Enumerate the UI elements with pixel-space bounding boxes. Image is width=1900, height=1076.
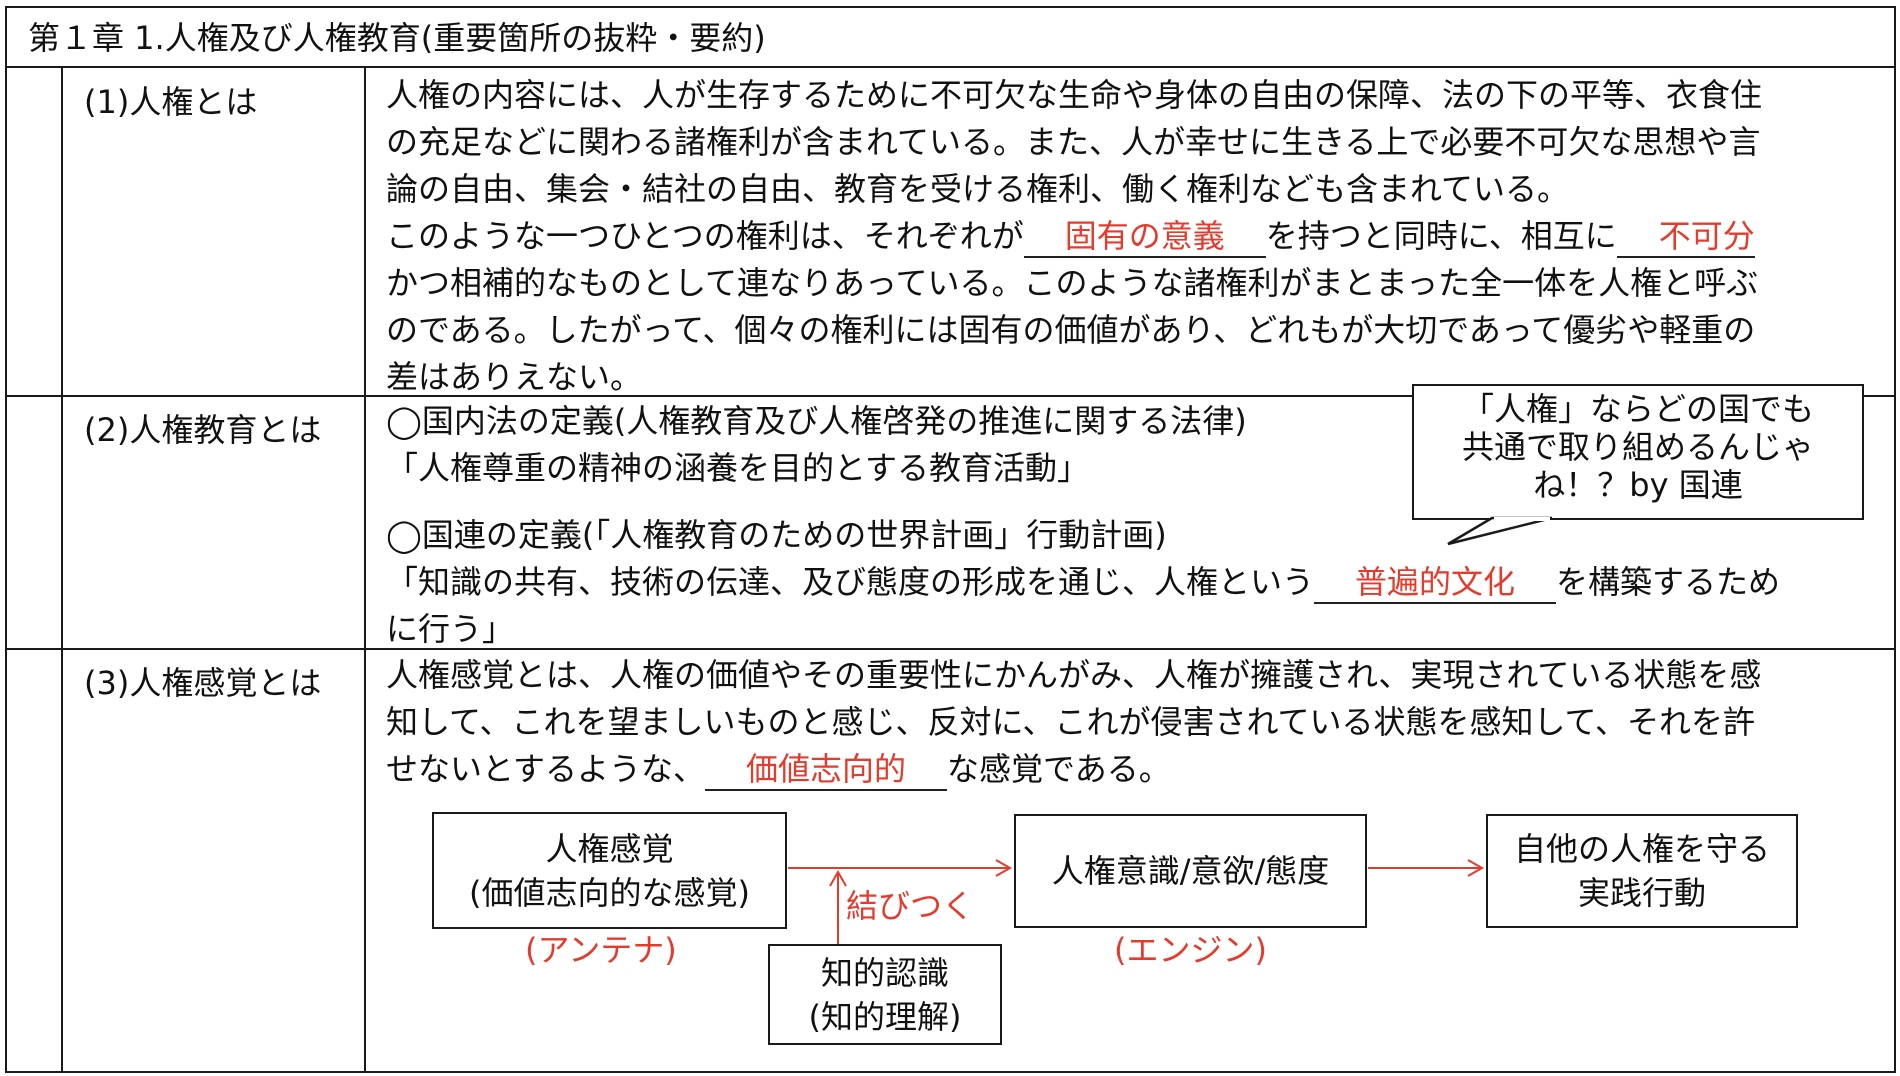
diagram-box-line: 人権意識/意欲/態度 bbox=[1051, 852, 1330, 890]
body-text-segment: を構築するため bbox=[1556, 563, 1781, 601]
speech-bubble: 「人権」ならどの国でも 共通で取り組めるんじゃ ね！？by 国連 bbox=[1412, 384, 1864, 520]
diagram-box-line: (知的理解) bbox=[808, 997, 962, 1036]
blank-answer: 普遍的文化 bbox=[1355, 563, 1516, 601]
blank-answer: 不可分 bbox=[1658, 217, 1755, 255]
body-line: 人権の内容には、人が生存するために不可欠な生命や身体の自由の保障、法の下の平等、… bbox=[386, 76, 1763, 114]
fill-in-blank: 価値志向的 bbox=[705, 749, 948, 791]
diagram-box-line: 実践行動 bbox=[1577, 874, 1706, 912]
diagram-box-line: (価値志向的な感覚) bbox=[469, 873, 750, 912]
fill-in-blank: 不可分 bbox=[1616, 216, 1755, 258]
body-line: のである。したがって、個々の権利には固有の価値があり、どれもが大切であって優劣や… bbox=[386, 311, 1756, 349]
table-border-bottom bbox=[5, 1071, 1896, 1073]
table-border-left bbox=[5, 6, 7, 1073]
domestic-law-heading: ◯国内法の定義(人権教育及び人権啓発の推進に関する法律) bbox=[386, 402, 1247, 440]
diagram-box-line: 自他の人権を守る bbox=[1513, 830, 1770, 868]
diagram-caption-antenna: (アンテナ) bbox=[525, 931, 677, 969]
diagram-box-awareness: 人権意識/意欲/態度 bbox=[1014, 814, 1367, 928]
blank-answer: 固有の意義 bbox=[1064, 217, 1225, 255]
arrow-cognition-up-head bbox=[829, 869, 847, 887]
table-border-top bbox=[5, 6, 1896, 8]
body-line: 知して、これを望ましいものと感じ、反対に、これが侵害されている状態を感知して、そ… bbox=[386, 703, 1755, 741]
un-definition-continued: に行う」 bbox=[386, 610, 515, 648]
row-divider-1 bbox=[5, 395, 1896, 397]
body-line: 人権感覚とは、人権の価値やその重要性にかんがみ、人権が擁護され、実現されている状… bbox=[386, 656, 1762, 694]
body-text-segment: 「知識の共有、技術の伝達、及び態度の形成を通じ、人権という bbox=[386, 563, 1315, 601]
diagram-caption-engine: (エンジン) bbox=[1114, 931, 1267, 969]
section-body-human-rights-education: ◯国内法の定義(人権教育及び人権啓発の推進に関する法律) 「人権尊重の精神の涵養… bbox=[386, 398, 1780, 653]
diagram-box-line: 知的認識 bbox=[820, 953, 949, 992]
section-body-human-rights: 人権の内容には、人が生存するために不可欠な生命や身体の自由の保障、法の下の平等、… bbox=[386, 72, 1762, 401]
body-line: かつ相補的なものとして連なりあっている。このような諸権利がまとまった全一体を人権… bbox=[386, 264, 1759, 302]
document-title: 第１章 1.人権及び人権教育(重要箇所の抜粋・要約) bbox=[28, 19, 766, 57]
body-text-segment: せないとするような、 bbox=[386, 750, 706, 788]
body-line: の充足などに関わる諸権利が含まれている。また、人が幸せに生きる上で必要不可欠な思… bbox=[386, 123, 1761, 161]
bubble-line: 「人権」ならどの国でも bbox=[1461, 390, 1814, 428]
body-text-segment: な感覚である。 bbox=[947, 750, 1171, 788]
bubble-line: ね！？by 国連 bbox=[1533, 466, 1743, 504]
table-border-right bbox=[1894, 6, 1896, 1073]
un-heading: ◯国連の定義(「人権教育のための世界計画」行動計画) bbox=[386, 516, 1167, 554]
section-label-human-rights: (1)人権とは bbox=[84, 83, 258, 121]
section-body-human-rights-sense: 人権感覚とは、人権の価値やその重要性にかんがみ、人権が擁護され、実現されている状… bbox=[386, 652, 1761, 793]
body-text-segment: このような一つひとつの権利は、それぞれが bbox=[386, 217, 1024, 255]
diagram-box-practical-action: 自他の人権を守る 実践行動 bbox=[1486, 814, 1798, 928]
column-divider-indent bbox=[61, 66, 63, 1073]
body-line-with-blank: せないとするような、 価値志向的 な感覚である。 bbox=[386, 746, 1761, 793]
diagram-connector-label: 結びつく bbox=[846, 887, 975, 925]
column-divider-label bbox=[364, 66, 366, 1073]
blank-answer: 価値志向的 bbox=[746, 750, 907, 788]
header-divider bbox=[5, 66, 1896, 68]
section-label-human-rights-education: (2)人権教育とは bbox=[84, 411, 322, 449]
bubble-line: 共通で取り組めるんじゃ bbox=[1461, 428, 1814, 466]
diagram-box-intellectual-cognition: 知的認識 (知的理解) bbox=[768, 944, 1002, 1045]
section-label-human-rights-sense: (3)人権感覚とは bbox=[84, 664, 322, 702]
body-text-segment: を持つと同時に、相互に bbox=[1265, 217, 1617, 255]
body-line: 論の自由、集会・結社の自由、教育を受ける権利、働く権利なども含まれている。 bbox=[386, 170, 1570, 208]
body-line-with-blanks: このような一つひとつの権利は、それぞれが 固有の意義 を持つと同時に、相互に 不可分 bbox=[386, 213, 1762, 260]
fill-in-blank: 固有の意義 bbox=[1023, 216, 1266, 258]
diagram-box-line: 人権感覚 bbox=[545, 829, 674, 868]
domestic-law-definition: 「人権尊重の精神の涵養を目的とする教育活動」 bbox=[386, 449, 1090, 487]
diagram-box-human-rights-sense: 人権感覚 (価値志向的な感覚) bbox=[432, 812, 787, 929]
body-line: 差はありえない。 bbox=[386, 358, 643, 396]
arrow-awareness-to-action-head bbox=[1467, 859, 1485, 877]
row-divider-2 bbox=[5, 648, 1896, 650]
fill-in-blank: 普遍的文化 bbox=[1314, 562, 1557, 604]
arrow-sense-to-awareness-head bbox=[995, 859, 1013, 877]
un-definition: 「知識の共有、技術の伝達、及び態度の形成を通じ、人権という 普遍的文化 を構築するた… bbox=[386, 559, 1780, 606]
